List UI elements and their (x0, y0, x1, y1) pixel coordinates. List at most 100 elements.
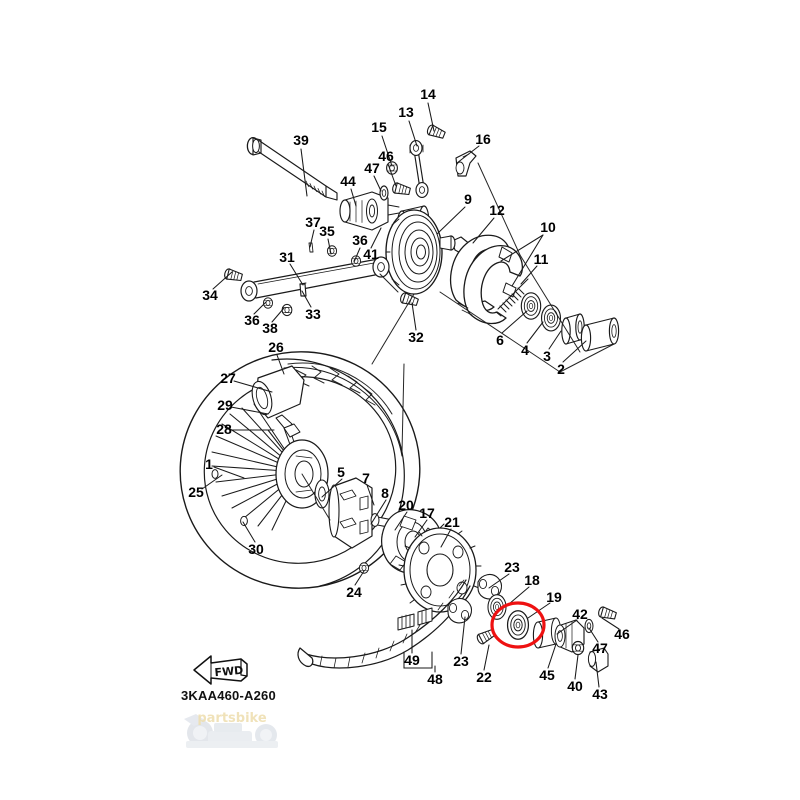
part-30-nipple (240, 515, 248, 527)
leader-line-36 (353, 247, 361, 263)
part-47-washer-right (584, 618, 594, 634)
part-2-collar (580, 317, 620, 352)
leader-line-34 (212, 271, 233, 290)
callout-43: 43 (592, 686, 608, 702)
callout-22: 22 (476, 669, 492, 685)
part-44-chain-puller (339, 191, 400, 231)
leader-line-25 (201, 474, 223, 490)
callout-38: 38 (262, 320, 278, 336)
part-14-bolt (425, 123, 447, 141)
part-13-brake-rod (409, 140, 429, 198)
part-43-cap-nut (587, 647, 609, 673)
callout-46: 46 (614, 626, 630, 642)
part-16-bracket (455, 150, 477, 177)
leader-line-45 (547, 643, 557, 669)
callout-27: 27 (220, 370, 236, 386)
leader-line-30 (242, 521, 256, 543)
callout-6: 6 (496, 332, 504, 348)
leader-line-23 (488, 573, 510, 589)
leader-line-41 (370, 227, 382, 249)
leader-line-20 (394, 511, 408, 531)
leader-line-1 (213, 466, 245, 479)
watermark: partsbike (184, 711, 278, 748)
callout-26: 26 (268, 339, 284, 355)
leader-line-6 (501, 310, 528, 334)
bracket-48-49 (403, 651, 433, 669)
callout-20: 20 (398, 497, 414, 513)
leader-line-47 (373, 175, 382, 192)
callout-32: 32 (408, 329, 424, 345)
part-23-adjuster-b (447, 597, 473, 624)
part-34-bolt (223, 267, 244, 284)
leader-line-46 (601, 617, 620, 630)
callout-23: 23 (504, 559, 520, 575)
part-11-return-spring (495, 278, 529, 317)
leader-line-16 (456, 145, 480, 164)
callout-21: 21 (444, 514, 460, 530)
leader-line-35 (327, 238, 332, 255)
leader-line-7 (366, 484, 375, 506)
callout-46: 46 (378, 148, 394, 164)
part-9-brake-drum (385, 209, 443, 295)
leader-line-31 (289, 263, 304, 286)
leader-line-17 (414, 519, 428, 538)
callout-3: 3 (543, 348, 551, 364)
leader-line-43 (595, 661, 600, 688)
leader-line-37 (309, 229, 315, 248)
part-39-axle (246, 136, 338, 201)
callout-36: 36 (352, 232, 368, 248)
leader-line-44 (350, 188, 357, 207)
callout-7: 7 (362, 470, 370, 486)
leader-line-26 (276, 354, 285, 375)
fwd-direction-marker: FWD (193, 655, 248, 685)
highlight-ellipse-part-19 (490, 601, 546, 649)
callout-28: 28 (216, 421, 232, 437)
callout-29: 29 (217, 397, 233, 413)
callout-47: 47 (592, 640, 608, 656)
callout-44: 44 (340, 173, 356, 189)
callout-12: 12 (489, 202, 505, 218)
leader-line-36 (253, 301, 267, 315)
callout-42: 42 (572, 606, 588, 622)
part-38-nut (281, 303, 293, 317)
leader-line-29 (230, 406, 269, 415)
leader-line-14 (427, 102, 435, 132)
part-35-nut (326, 245, 338, 257)
callout-47: 47 (364, 160, 380, 176)
leader-line-8 (370, 499, 387, 525)
callout-16: 16 (475, 131, 491, 147)
leader-line-23 (460, 616, 466, 655)
callout-4: 4 (521, 342, 529, 358)
callout-37: 37 (305, 214, 321, 230)
callout-15: 15 (371, 119, 387, 135)
leader-line-27 (233, 380, 273, 393)
watermark-text: partsbike (197, 711, 266, 726)
callout-18: 18 (524, 572, 540, 588)
callout-49: 49 (404, 652, 420, 668)
leader-line-3 (548, 330, 562, 350)
callout-10: 10 (540, 219, 556, 235)
callout-45: 45 (539, 667, 555, 683)
leader-line-9 (436, 206, 466, 235)
part-40-nut (571, 640, 585, 656)
callout-30: 30 (248, 541, 264, 557)
part-4-oil-seal (540, 304, 562, 332)
leader-line-38 (271, 307, 285, 323)
callout-14: 14 (420, 86, 436, 102)
callout-35: 35 (319, 223, 335, 239)
part-47-washer (379, 185, 389, 201)
part-23-adjuster-a (477, 573, 503, 600)
callout-40: 40 (567, 678, 583, 694)
part-8-cush-drive (328, 477, 373, 549)
callout-17: 17 (419, 505, 435, 521)
callout-11: 11 (533, 251, 549, 267)
leader-line-18 (508, 586, 530, 605)
callout-41: 41 (363, 246, 379, 262)
diagram-code: 3KAA460-A260 (181, 688, 276, 703)
callout-39: 39 (293, 132, 309, 148)
leader-line-10 (500, 234, 544, 262)
callout-1: 1 (205, 456, 213, 472)
part-46-bolt (391, 181, 412, 198)
